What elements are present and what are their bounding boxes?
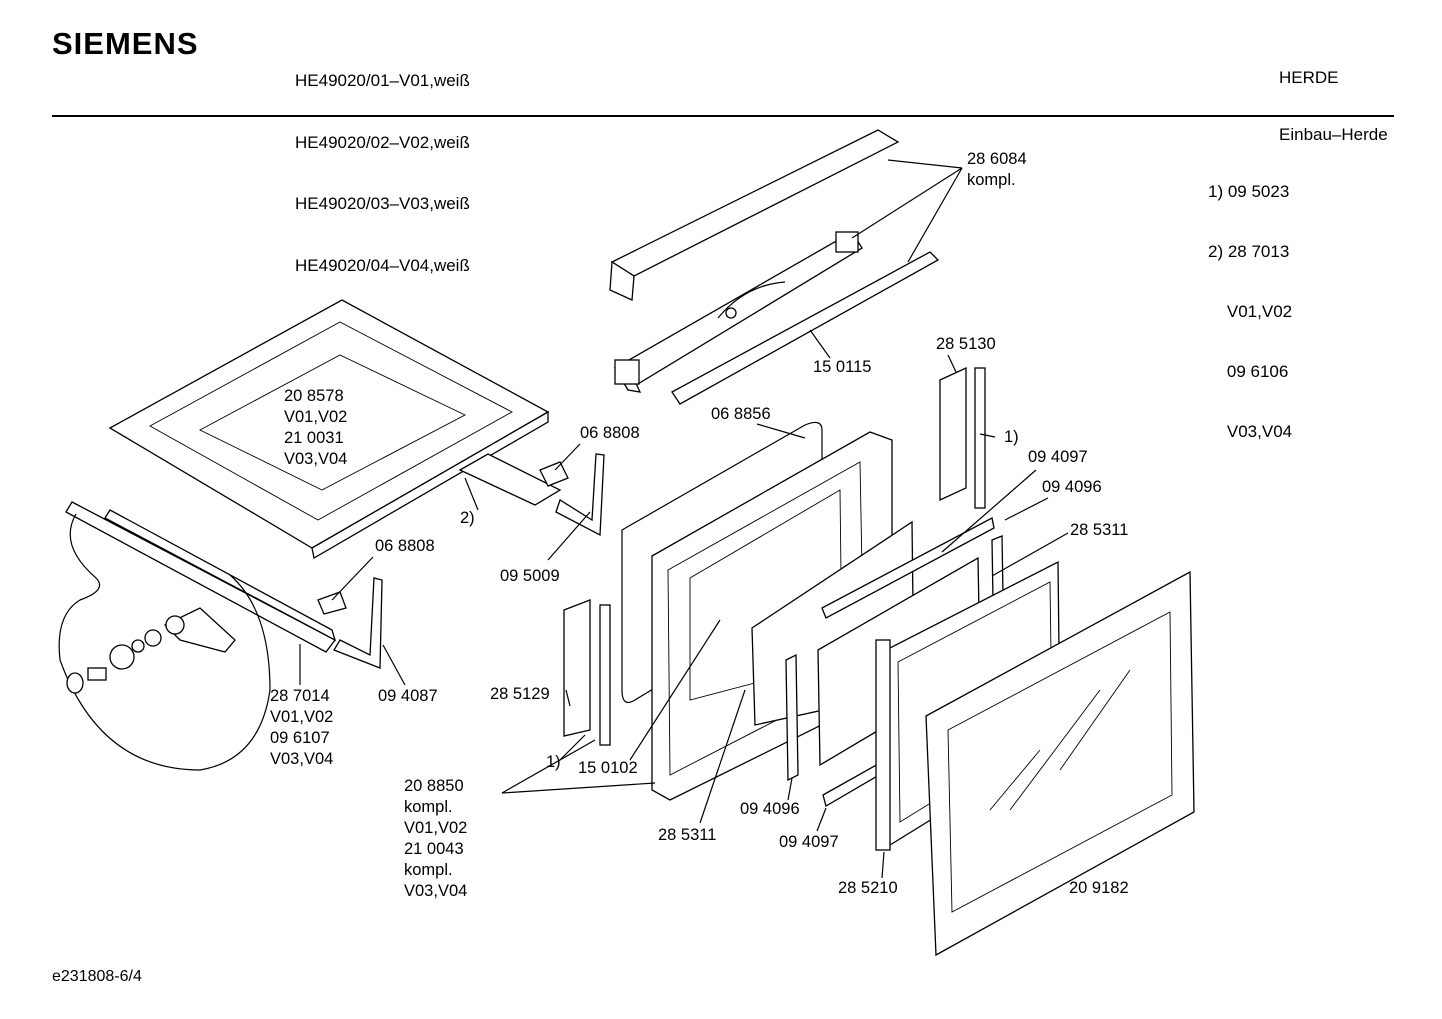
drawing-id: e231808-6/4 [52,968,142,985]
part-068856: 06 8856 [711,405,771,423]
part-094096-b: 09 4096 [740,800,800,818]
part-094087: 09 4087 [378,687,438,705]
part-095009: 09 5009 [500,567,560,585]
footnote-marker-2: 2) [460,509,475,527]
footnote-marker-1b: 1) [546,753,561,771]
note-2: 2) 28 7013 [1208,242,1290,261]
footnote-marker-1a: 1) [1004,428,1019,446]
note-5: V03,V04 [1208,422,1293,441]
part-094097-a: 09 4097 [1028,448,1088,466]
part-285210: 28 5210 [838,879,898,897]
note-4: 09 6106 [1208,362,1289,381]
header-rule [52,115,1394,117]
detail-circle [58,513,271,771]
part-094096-a: 09 4096 [1042,478,1102,496]
model-list: HE49020/01–V01,weiß HE49020/02–V02,weiß … [295,30,470,297]
model-1: HE49020/01–V01,weiß [295,71,470,90]
part-209182: 20 9182 [1069,879,1129,897]
part-094097-b: 09 4097 [779,833,839,851]
category-sub: Einbau–Herde [1279,125,1388,144]
outer-glass-door [925,570,1195,957]
note-1: 1) 09 5023 [1208,182,1290,201]
part-150115: 15 0115 [813,358,872,376]
seal-strip [671,251,940,405]
model-3: HE49020/03–V03,weiß [295,194,470,213]
part-150102: 15 0102 [578,759,638,777]
top-rail [609,129,900,393]
model-4: HE49020/04–V04,weiß [295,255,470,275]
part-068808-a: 06 8808 [580,424,640,442]
hinge-left [563,599,611,746]
hinge-right-top [939,366,986,509]
note-3: V01,V02 [1208,302,1293,321]
leader-lines [299,159,1069,879]
model-2: HE49020/02–V02,weiß [295,132,470,152]
top-plate [108,299,550,560]
part-285311-a: 28 5311 [1070,521,1129,539]
part-285311-b: 28 5311 [658,826,717,844]
part-285129: 28 5129 [490,685,550,703]
footnotes: 1) 09 5023 2) 28 7013 V01,V02 09 6106 V0… [1208,142,1292,462]
part-285130: 28 5130 [936,335,996,353]
brackets [317,453,605,669]
category-main: HERDE [1279,68,1339,87]
category: HERDE Einbau–Herde [1279,30,1388,163]
part-068808-b: 06 8808 [375,537,435,555]
brand-logo: SIEMENS [52,26,199,61]
